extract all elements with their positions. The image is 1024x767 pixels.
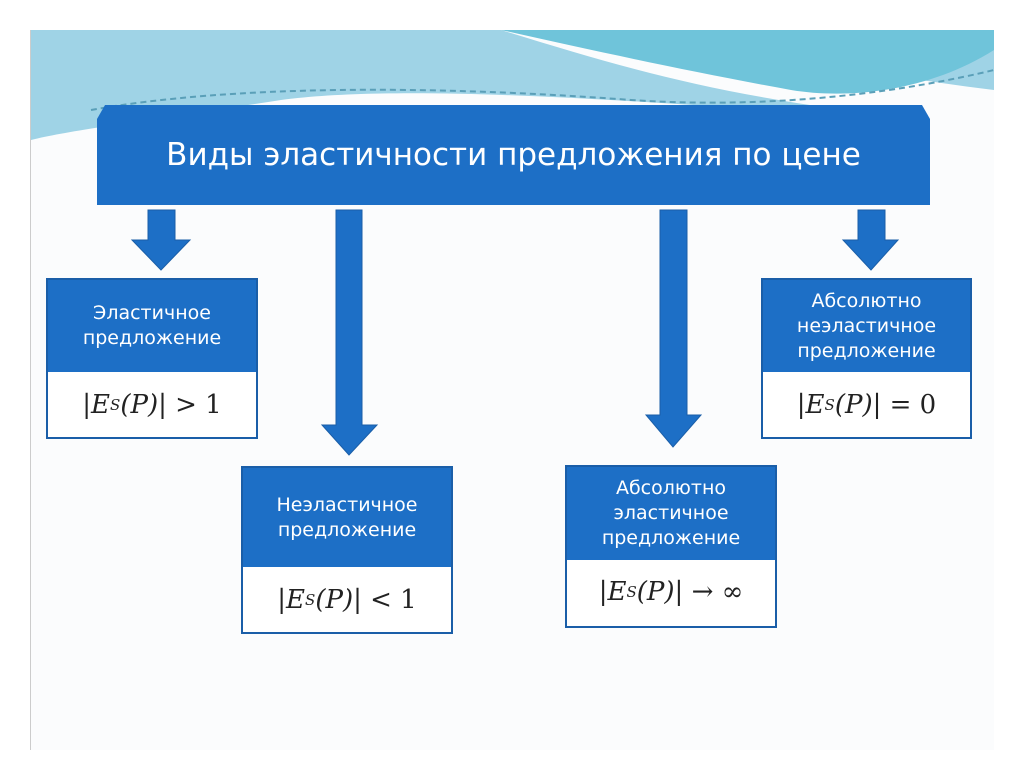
arrow-down-icon <box>130 209 192 271</box>
box-label: Абсолютно неэластичное предложение <box>763 280 970 372</box>
formula-sub: S <box>626 583 637 601</box>
formula-var: E <box>607 577 627 607</box>
formula-sub: S <box>824 395 835 414</box>
arrow-down-icon <box>320 209 379 456</box>
box-label: Неэластичное предложение <box>243 468 451 567</box>
box-label: Эластичное предложение <box>48 280 256 372</box>
formula-arg: (P) <box>120 389 159 420</box>
formula-arg: (P) <box>636 577 675 607</box>
formula-rel: > 1 <box>175 389 222 420</box>
formula-arg: (P) <box>315 584 354 615</box>
formula-sub: S <box>305 590 316 609</box>
title-text: Виды эластичности предложения по цене <box>166 137 861 173</box>
formula-rel: = 0 <box>889 389 937 420</box>
box-label: Абсолютно эластичное предложение <box>567 467 775 560</box>
wave-decoration <box>31 30 994 140</box>
arrow-down-icon <box>644 209 703 448</box>
formula-var: E <box>805 389 825 420</box>
formula-sub: S <box>110 395 121 414</box>
formula-var: E <box>91 389 111 420</box>
formula-var: E <box>286 584 306 615</box>
formula-arg: (P) <box>834 389 873 420</box>
formula-rel: < 1 <box>370 584 417 615</box>
arrow-down-icon <box>841 209 900 271</box>
formula-rel: → ∞ <box>691 577 744 607</box>
diagram-title: Виды эластичности предложения по цене <box>97 105 930 205</box>
